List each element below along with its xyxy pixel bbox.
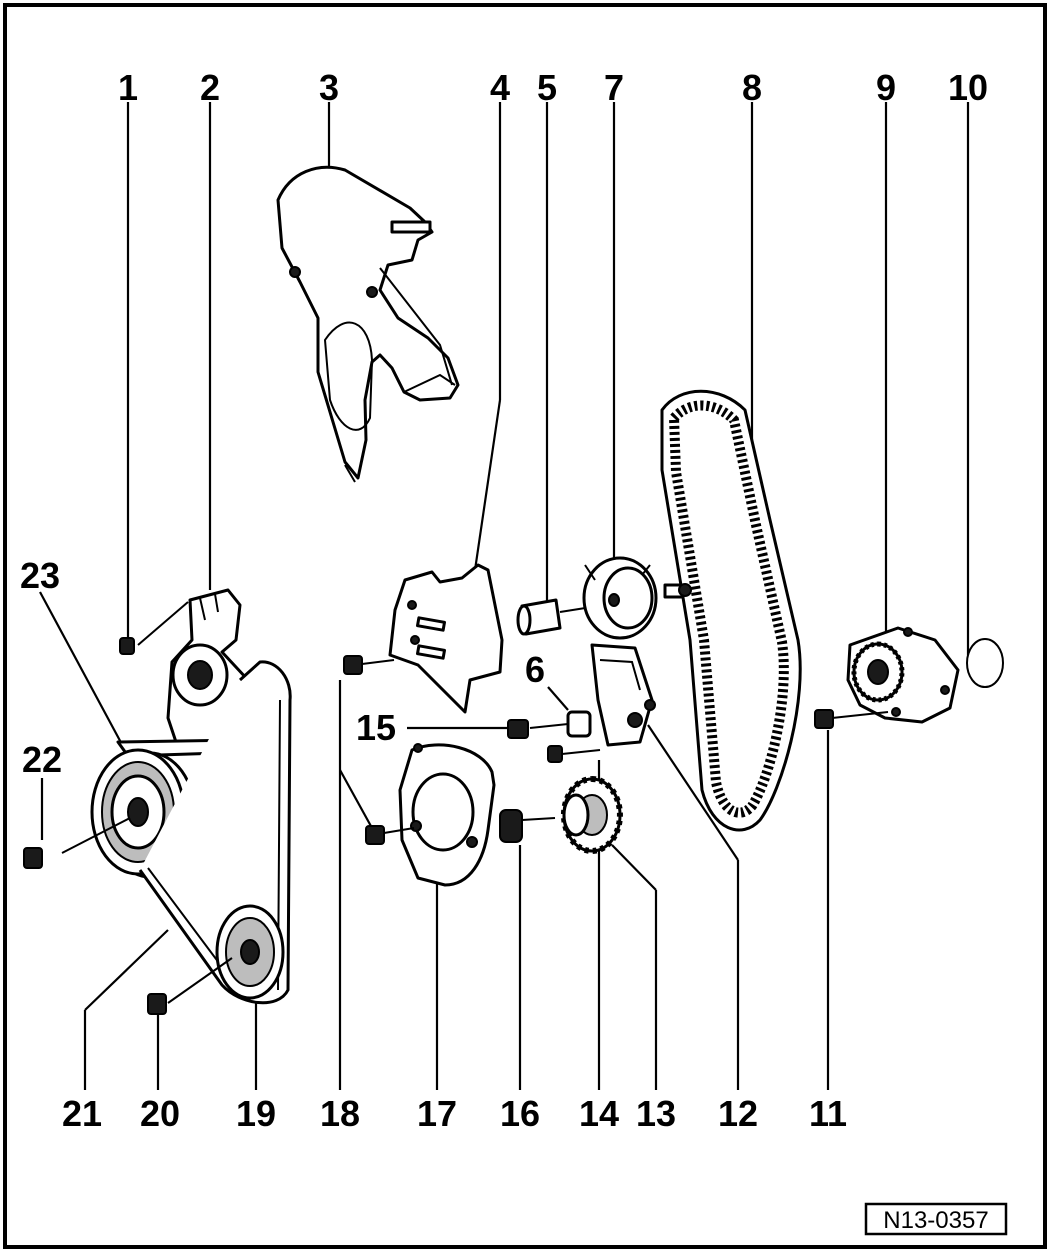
water-pump [814,626,1004,729]
callout-label: 16 [500,1093,540,1134]
leader-lines [39,102,970,1090]
bolt-1 [119,601,189,655]
callout-label: 7 [604,67,624,108]
callout-label: 19 [236,1093,276,1134]
callout-label: 23 [20,555,60,596]
callout-label: 3 [319,67,339,108]
callout-label: 9 [876,67,896,108]
callout-label: 2 [200,67,220,108]
callout-label: 18 [320,1093,360,1134]
callout-label: 13 [636,1093,676,1134]
callout-label: 15 [356,707,396,748]
callout-labels: 1 2 3 4 5 7 8 9 10 23 22 6 15 21 20 19 1… [20,67,988,1134]
alternator-pulley [147,904,285,1015]
callout-label: 10 [948,67,988,108]
reference-code-text: N13-0357 [883,1207,988,1234]
callout-label: 11 [809,1093,847,1134]
toothed-belt [660,389,802,832]
callout-label: 20 [140,1093,180,1134]
callout-label: 12 [718,1093,758,1134]
callout-label: 22 [22,739,62,780]
rear-bracket [388,563,504,714]
callout-label: 5 [537,67,557,108]
callout-label: 14 [579,1093,619,1134]
callout-label: 8 [742,67,762,108]
callout-label: 4 [490,67,510,108]
lower-rear-cover [365,743,496,887]
reference-code: N13-0357 [864,1202,1008,1236]
bolt-18-upper [343,655,395,675]
callout-label: 6 [525,649,545,690]
callout-label: 17 [417,1093,457,1134]
callout-label: 21 [62,1093,102,1134]
callout-label: 1 [118,67,138,108]
belt-tensioner [507,643,656,763]
upper-belt-cover [276,165,460,483]
crankshaft-sprocket [499,776,623,854]
frame-border [3,3,1047,1249]
guide-roller [516,556,692,640]
